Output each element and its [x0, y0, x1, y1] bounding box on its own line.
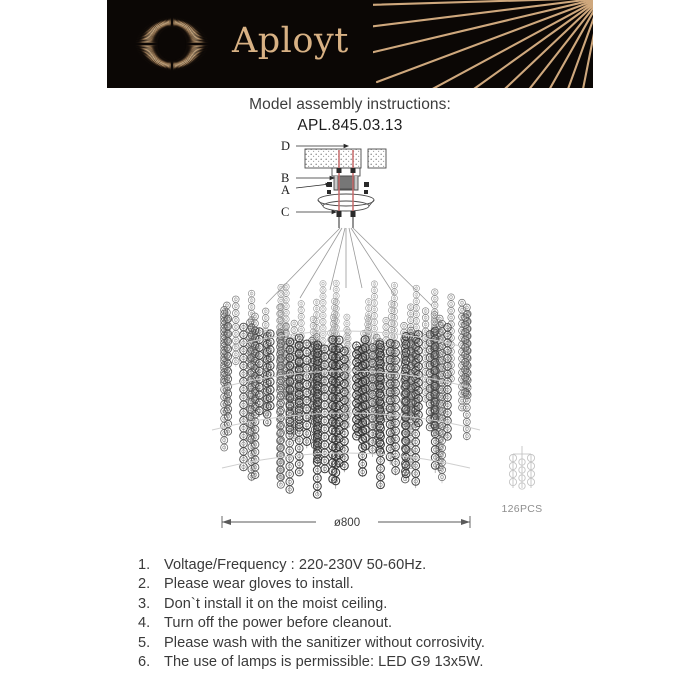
list-item-number: 5.: [138, 634, 151, 651]
list-item-text: Please wear gloves to install.: [164, 576, 354, 593]
crystal-chandelier-body: [220, 279, 472, 499]
callout-leaders: [295, 143, 350, 215]
callout-label-d: D: [281, 139, 290, 153]
list-item-number: 3.: [138, 595, 151, 612]
chandelier-assembly-diagram: D B A C ø800: [211, 139, 481, 529]
sunburst-rays-decoration: [373, 0, 593, 88]
callout-label-b: B: [281, 171, 289, 185]
brand-wordmark: Aployt: [232, 21, 349, 61]
callout-labels: D B A C: [281, 139, 290, 219]
list-item: 6. The use of lamps is permissible: LED …: [138, 653, 658, 672]
dimension-line: [221, 516, 471, 528]
callout-label-c: C: [281, 205, 289, 219]
sunburst-eclipse-icon: [135, 17, 209, 71]
list-item-text: The use of lamps is permissible: LED G9 …: [164, 654, 484, 671]
list-item: 4. Turn off the power before cleanout.: [138, 614, 658, 633]
list-item-number: 2.: [138, 576, 151, 593]
list-item-number: 4.: [138, 615, 151, 632]
title-heading: Model assembly instructions:: [249, 96, 451, 113]
list-item-number: 6.: [138, 654, 151, 671]
canopy-assembly: [317, 167, 375, 212]
list-item: 1. Voltage/Frequency : 220-230V 50-60Hz.: [138, 556, 658, 575]
crystal-strand-icon: [508, 446, 536, 490]
list-item-text: Turn off the power before cleanout.: [164, 615, 393, 632]
list-item-text: Voltage/Frequency : 220-230V 50-60Hz.: [164, 557, 427, 573]
page-title: Model assembly instructions: APL.845.03.…: [0, 95, 700, 136]
screw-shafts: [338, 217, 354, 228]
list-item-text: Please wash with the sanitizer without c…: [164, 634, 486, 651]
brand-banner: Aployt: [107, 0, 593, 88]
frame-tiers: [211, 330, 481, 469]
model-number: APL.845.03.13: [297, 117, 403, 134]
list-item: 2. Please wear gloves to install.: [138, 575, 658, 594]
part-callout-126pcs: 126PCS: [486, 444, 558, 515]
ceiling-slab: [304, 148, 387, 169]
list-item-text: Don`t install it on the moist ceiling.: [164, 595, 388, 612]
list-item: 3. Don`t install it on the moist ceiling…: [138, 595, 658, 614]
callout-label-a: A: [281, 183, 290, 197]
suspension-cables: [265, 227, 433, 307]
threaded-rods: [338, 150, 354, 214]
list-item-number: 1.: [138, 557, 151, 573]
instructions-list: 1. Voltage/Frequency : 220-230V 50-60Hz.…: [138, 556, 658, 672]
part-count-label: 126PCS: [501, 503, 543, 515]
dimension-label: ø800: [334, 517, 360, 529]
list-item: 5. Please wash with the sanitizer withou…: [138, 634, 658, 653]
